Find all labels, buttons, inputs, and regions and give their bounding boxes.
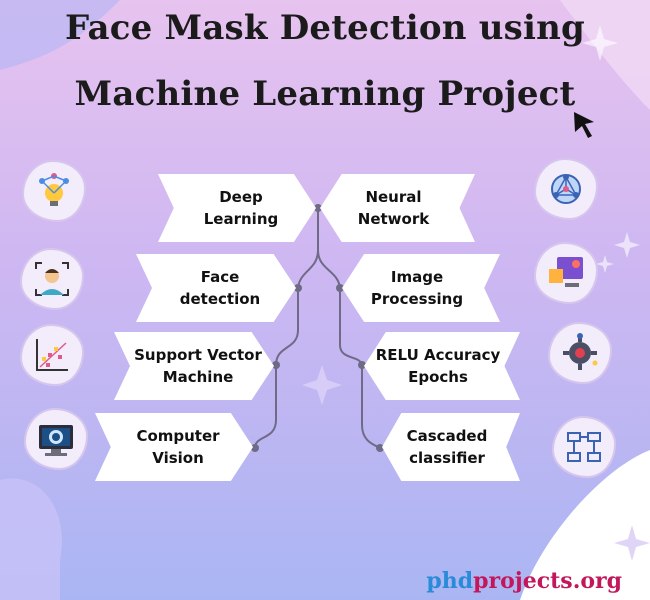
card-computer-vision: Computer Vision xyxy=(95,413,253,481)
brand-logo: phdprojects.org xyxy=(426,568,622,594)
image-processing-icon xyxy=(534,242,598,304)
page-title-line1: Face Mask Detection using xyxy=(65,8,585,48)
brand-part1: phd xyxy=(426,568,474,594)
card-label: Support Vector Machine xyxy=(134,345,262,387)
card-neural-network: Neural Network xyxy=(320,174,475,242)
card-label: RELU Accuracy Epochs xyxy=(375,345,501,387)
card-cascaded-classifier: Cascaded classifier xyxy=(382,413,520,481)
card-label: Computer Vision xyxy=(136,426,220,468)
face-scan-icon xyxy=(20,248,84,310)
card-label: Deep Learning xyxy=(203,187,279,229)
camera-monitor-icon xyxy=(24,408,88,470)
card-face-detection: Face detection xyxy=(136,254,296,322)
card-label: Face detection xyxy=(179,267,261,309)
card-label: Neural Network xyxy=(357,187,430,229)
card-deep-learning: Deep Learning xyxy=(158,174,316,242)
brain-bulb-icon xyxy=(22,160,86,222)
gear-chip-icon xyxy=(548,322,612,384)
card-relu-accuracy-epochs: RELU Accuracy Epochs xyxy=(364,332,520,400)
brand-part2: projects.org xyxy=(473,568,622,594)
cursor-arrow-icon xyxy=(574,112,594,138)
card-support-vector-machine: Support Vector Machine xyxy=(114,332,274,400)
hierarchy-icon xyxy=(552,416,616,478)
card-image-processing: Image Processing xyxy=(342,254,500,322)
card-label: Image Processing xyxy=(370,267,464,309)
page-title-line2: Machine Learning Project xyxy=(74,74,576,114)
network-globe-icon xyxy=(534,158,598,220)
card-label: Cascaded classifier xyxy=(406,426,488,468)
scatter-plot-icon xyxy=(20,324,84,386)
